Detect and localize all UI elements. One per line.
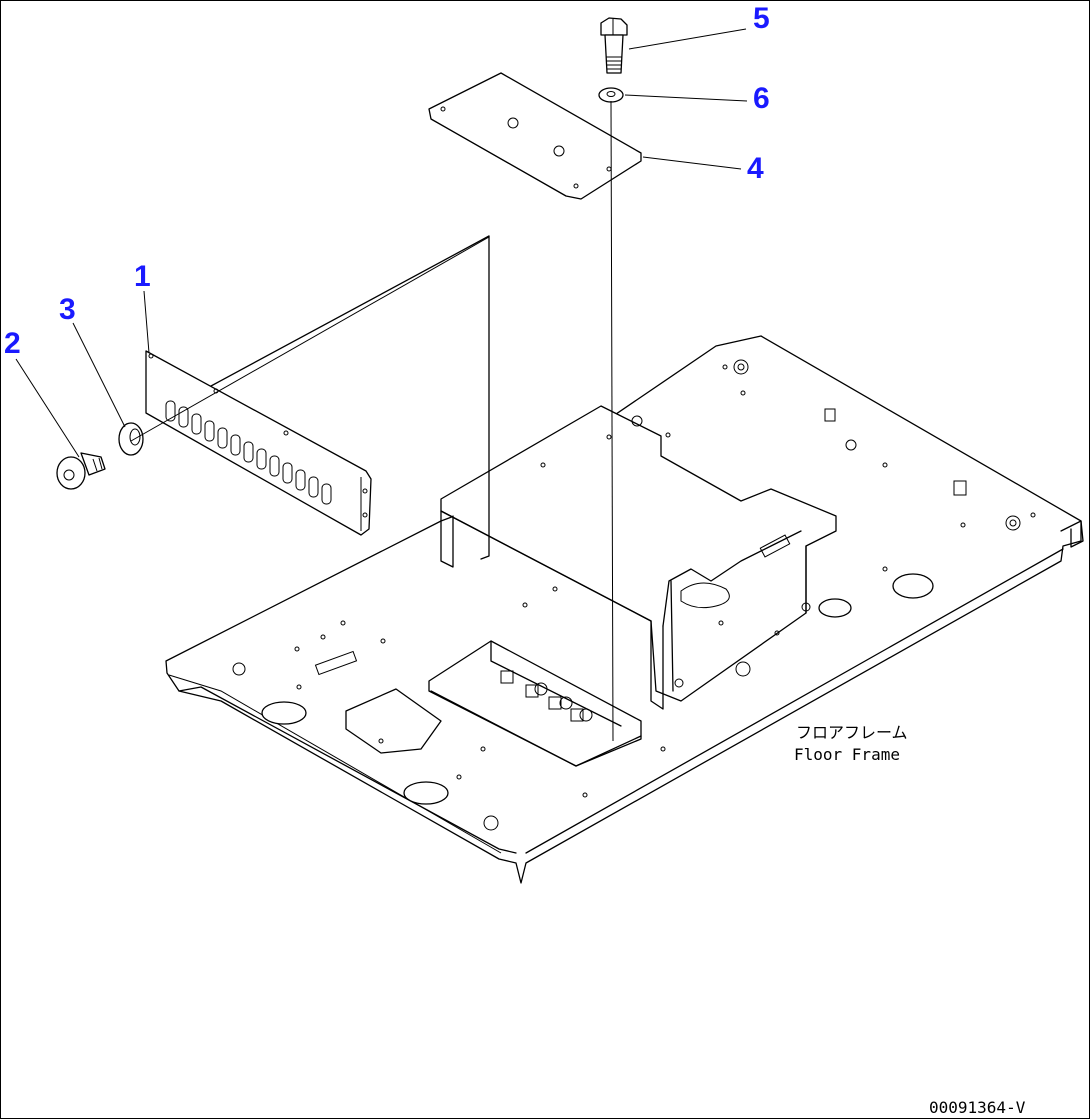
- panel-slots: [165, 400, 332, 505]
- frame-holes: [294, 364, 1036, 798]
- callout-5: 5: [753, 2, 770, 35]
- floor-frame: [165, 235, 1084, 884]
- bolt-part-5: [600, 17, 628, 74]
- leader-lines: [15, 28, 748, 458]
- callout-3: 3: [59, 293, 76, 326]
- bolt-part-2: [56, 452, 106, 490]
- callout-1: 1: [134, 260, 151, 293]
- floor-frame-label-japanese: フロアフレーム: [796, 723, 908, 742]
- callout-6: 6: [753, 82, 770, 115]
- callout-2: 2: [4, 327, 21, 360]
- drawing-code: 00091364-V: [929, 1098, 1026, 1117]
- callout-4: 4: [747, 152, 764, 185]
- washer-part-3: [118, 422, 144, 456]
- floor-frame-label-english: Floor Frame: [794, 745, 900, 764]
- callout-numbers: 5 6 4 1 3 2: [4, 2, 770, 360]
- washer-part-6: [598, 87, 624, 103]
- side-cover-panel: [145, 350, 372, 536]
- assembly-lines: [130, 100, 614, 742]
